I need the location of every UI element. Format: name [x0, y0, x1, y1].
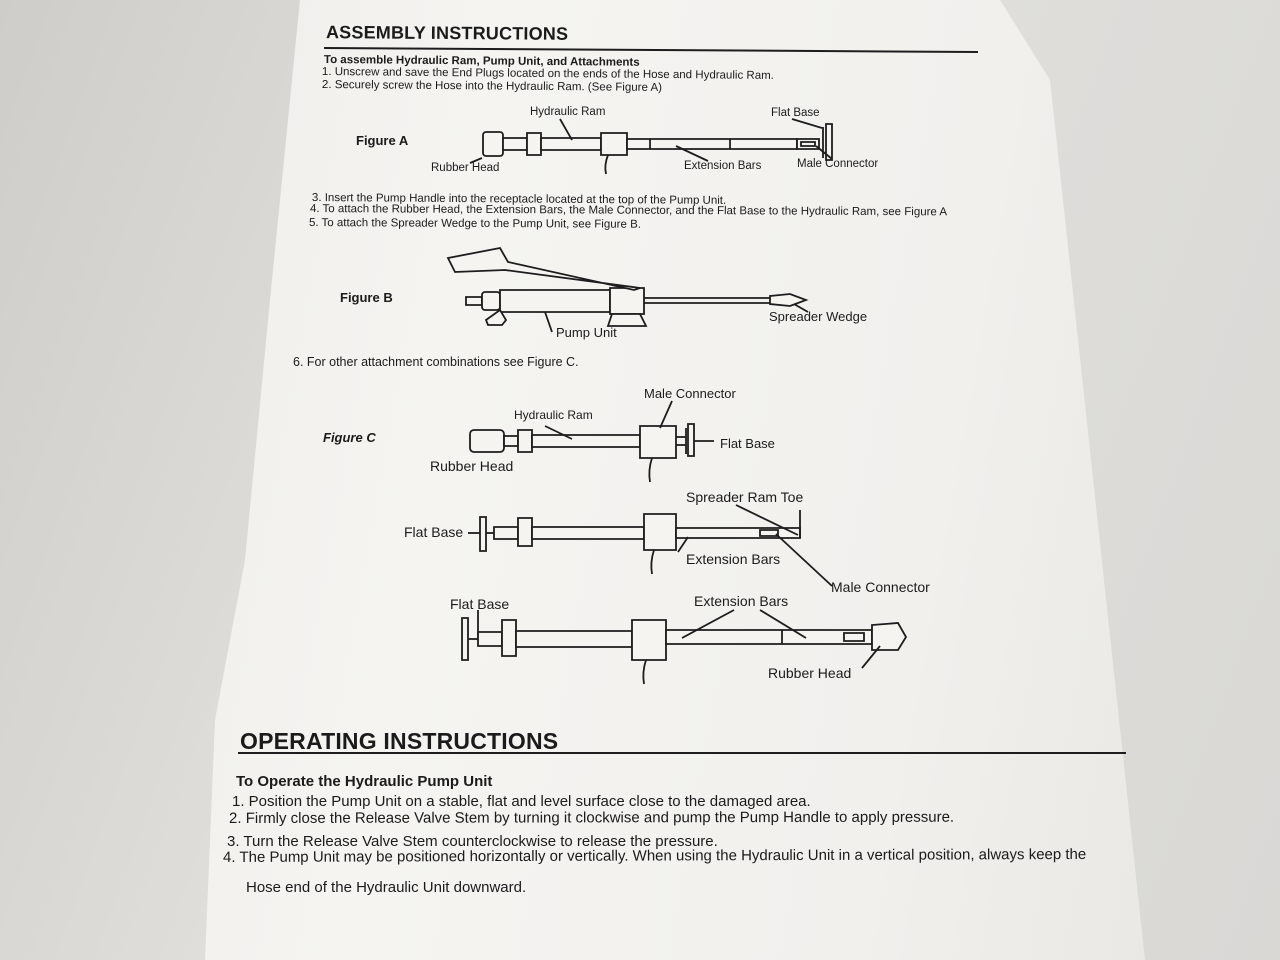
- figure-a-label-extension-bars: Extension Bars: [684, 160, 762, 172]
- figure-b-title: Figure B: [340, 290, 393, 305]
- figure-c-config1-diagram: [470, 401, 714, 482]
- figure-c2-label-spreader-ram-toe: Spreader Ram Toe: [686, 489, 804, 505]
- figure-c-config3-diagram: [462, 610, 906, 684]
- operating-step-1: 1. Position the Pump Unit on a stable, f…: [232, 793, 811, 810]
- operating-step-3: 3. Turn the Release Valve Stem countercl…: [227, 833, 718, 850]
- figure-b-diagram: [448, 248, 808, 332]
- operating-step-2: 2. Firmly close the Release Valve Stem b…: [229, 808, 955, 827]
- figure-a-label-male-connector: Male Connector: [797, 158, 879, 170]
- figure-b-label-spreader-wedge: Spreader Wedge: [769, 309, 868, 324]
- figure-c1-label-male-connector: Male Connector: [644, 386, 736, 401]
- figure-a-title: Figure A: [356, 133, 409, 148]
- figure-a-label-hydraulic-ram: Hydraulic Ram: [530, 106, 606, 118]
- operating-step-4: 4. The Pump Unit may be positioned horiz…: [223, 845, 1087, 866]
- figure-c2-label-male-connector: Male Connector: [831, 579, 930, 595]
- figure-c-title: Figure C: [323, 430, 376, 445]
- figure-c1-label-hydraulic-ram: Hydraulic Ram: [514, 408, 593, 422]
- figure-c2-label-flat-base: Flat Base: [404, 524, 464, 540]
- figure-c-config2-diagram: [468, 505, 832, 586]
- figure-a-label-rubber-head: Rubber Head: [431, 162, 500, 174]
- operating-title: OPERATING INSTRUCTIONS: [240, 728, 559, 754]
- operating-subtitle: To Operate the Hydraulic Pump Unit: [236, 773, 493, 790]
- figure-c3-label-extension-bars: Extension Bars: [694, 593, 789, 609]
- figure-c1-label-flat-base: Flat Base: [720, 436, 775, 451]
- assembly-step-6: 6. For other attachment combinations see…: [293, 355, 579, 369]
- figure-b-label-pump-unit: Pump Unit: [556, 325, 617, 340]
- figure-a-diagram: [470, 119, 832, 174]
- operating-rule: [238, 752, 1126, 754]
- figure-c3-label-flat-base: Flat Base: [450, 596, 510, 612]
- operating-step-4-continued: Hose end of the Hydraulic Unit downward.: [246, 879, 527, 896]
- figure-a-label-flat-base: Flat Base: [771, 107, 820, 119]
- figure-c2-label-extension-bars: Extension Bars: [686, 551, 781, 567]
- figure-c1-label-rubber-head: Rubber Head: [430, 458, 514, 474]
- figure-c3-label-rubber-head: Rubber Head: [768, 665, 852, 681]
